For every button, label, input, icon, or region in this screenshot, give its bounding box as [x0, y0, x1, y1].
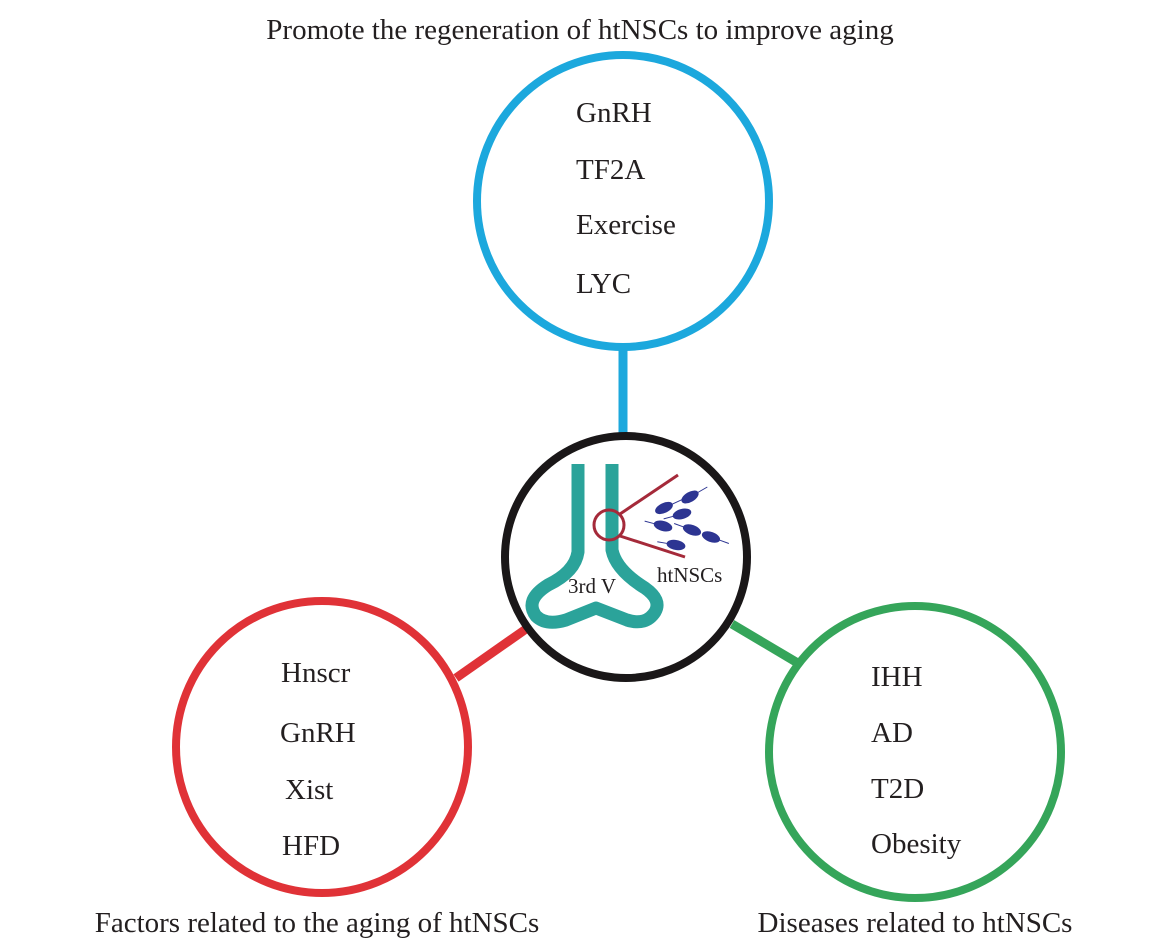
right-group-title: Diseases related to htNSCs — [757, 907, 1073, 939]
neural-stem-cell-icon — [644, 520, 673, 532]
zoom-indicator — [592, 473, 686, 559]
third-ventricle-label: 3rd V — [568, 574, 617, 598]
third-ventricle-shape — [525, 464, 664, 629]
top-group-item: Exercise — [576, 209, 676, 241]
left-group-item: GnRH — [280, 717, 356, 749]
neural-stem-cell-icon — [673, 523, 702, 536]
right-connector-line — [729, 620, 799, 666]
neural-stem-cell-icon — [655, 499, 683, 515]
right-group-item: AD — [871, 717, 913, 749]
right-group-item: Obesity — [871, 828, 962, 860]
htnscs-label: htNSCs — [657, 563, 723, 587]
right-group-circle — [765, 602, 1065, 902]
left-connector-line — [453, 625, 529, 682]
left-group-circle — [172, 597, 472, 897]
top-group-item: TF2A — [576, 154, 646, 186]
top-group-item: GnRH — [576, 97, 652, 129]
neural-stem-cell-icon — [657, 539, 686, 551]
neural-stem-cell-icons — [644, 486, 730, 551]
left-group-title: Factors related to the aging of htNSCs — [94, 907, 540, 939]
right-group-item: IHH — [871, 661, 923, 693]
zoom-line-upper — [619, 473, 679, 516]
top-group-circle — [473, 51, 773, 351]
left-group-item: Xist — [285, 774, 334, 806]
zoom-line-lower — [619, 534, 686, 559]
zoom-circle — [592, 508, 626, 542]
right-group-item: T2D — [871, 773, 925, 805]
neural-stem-cell-icon — [681, 486, 708, 504]
center-hub-circle — [501, 432, 751, 682]
neural-stem-cell-icon — [701, 531, 730, 544]
top-group-title: Promote the regeneration of htNSCs to im… — [266, 14, 894, 46]
ventricle-wall-left — [525, 464, 664, 629]
left-group-item: HFD — [282, 830, 341, 862]
top-group-item: LYC — [576, 268, 632, 300]
neural-stem-cell-icon — [663, 508, 692, 520]
left-group-item: Hnscr — [281, 657, 351, 689]
